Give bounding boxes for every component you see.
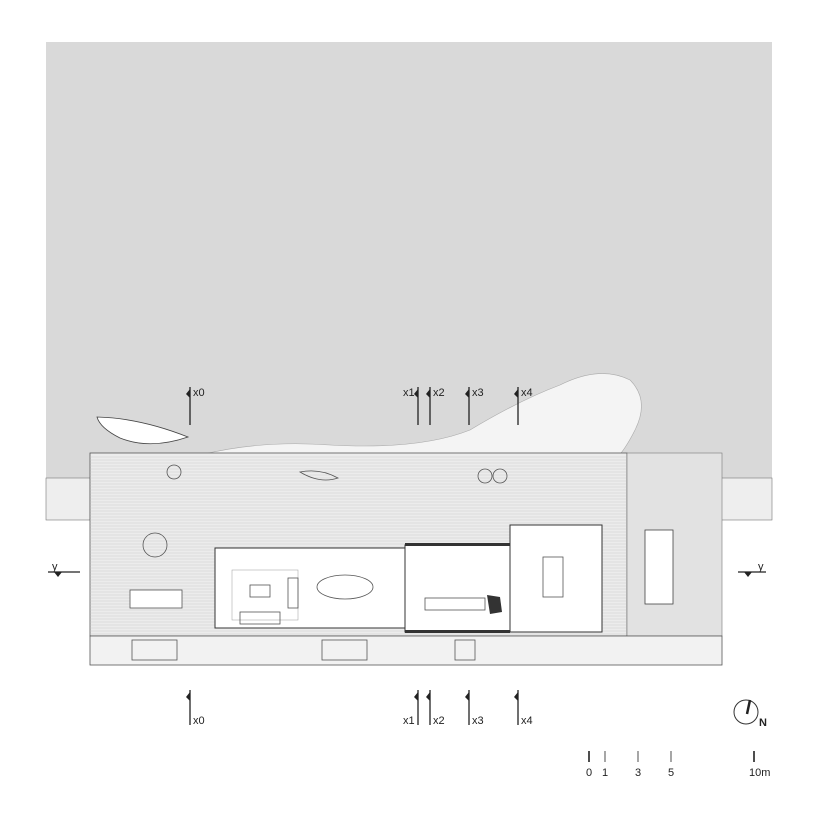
section-marker-x3-bottom: x3 — [465, 690, 484, 727]
section-marker-y-right: y — [738, 561, 766, 577]
section-arrow-icon — [744, 572, 752, 577]
wall — [405, 630, 510, 633]
step — [321, 639, 368, 661]
bottom-terrace — [89, 635, 723, 666]
canoe-icon — [298, 470, 339, 481]
section-arrow-icon — [465, 692, 469, 701]
scale-label: 5 — [668, 767, 674, 779]
section-label: x4 — [521, 387, 533, 399]
scale-label: 3 — [635, 767, 641, 779]
north-label: N — [759, 717, 767, 729]
section-marker-x4-top: x4 — [514, 387, 533, 425]
wall — [405, 543, 510, 546]
section-marker-x1-bottom: x1 — [403, 690, 419, 727]
water-area — [46, 42, 772, 495]
section-marker-x0-top: x0 — [186, 387, 205, 425]
pool-table — [542, 556, 564, 598]
section-arrow-icon — [54, 572, 62, 577]
section-arrow-icon — [426, 389, 430, 398]
side-table — [492, 468, 508, 484]
section-marker-x3-top: x3 — [465, 387, 484, 425]
left-pier — [45, 477, 91, 521]
section-arrow-icon — [465, 389, 469, 398]
north-arrow-icon — [733, 699, 759, 725]
section-arrow-icon — [514, 692, 518, 701]
sofa — [287, 577, 299, 609]
section-marker-x2-bottom: x2 — [426, 690, 445, 727]
section-label: y — [52, 561, 58, 573]
section-arrow-icon — [514, 389, 518, 398]
step — [454, 639, 476, 661]
section-label: x1 — [403, 387, 415, 399]
pool — [644, 529, 674, 605]
section-label: x2 — [433, 715, 445, 727]
fireplace — [487, 595, 502, 614]
section-label: x0 — [193, 387, 205, 399]
section-label: x2 — [433, 387, 445, 399]
scale-label: 10m — [749, 767, 770, 779]
section-label: x4 — [521, 715, 533, 727]
outdoor-dining-table — [142, 532, 168, 558]
game-room — [509, 524, 603, 633]
section-marker-x0-bottom: x0 — [186, 690, 205, 727]
kitchen-island — [424, 597, 486, 611]
section-arrow-icon — [426, 692, 430, 701]
sofa — [239, 611, 281, 625]
step — [131, 639, 178, 661]
right-wing — [626, 452, 723, 637]
section-marker-x2-top: x2 — [426, 387, 445, 425]
outdoor-kitchen — [129, 589, 183, 609]
section-marker-y-left: y — [48, 561, 80, 577]
boat-icon — [96, 416, 190, 445]
side-table — [166, 464, 182, 480]
section-arrow-icon — [186, 389, 190, 398]
scale-label: 0 — [586, 767, 592, 779]
section-marker-x1-top: x1 — [403, 387, 419, 425]
section-markers: x0 x0 x1 x1 x2 x2 x3 x3 x4 x4 y y — [48, 387, 766, 727]
shoreline — [199, 373, 642, 461]
side-table — [477, 468, 493, 484]
section-arrow-icon — [414, 692, 418, 701]
living-room — [214, 547, 406, 629]
section-marker-x4-bottom: x4 — [514, 690, 533, 727]
coffee-table — [249, 584, 271, 598]
section-arrow-icon — [414, 389, 418, 398]
section-label: x1 — [403, 715, 415, 727]
section-label: x3 — [472, 715, 484, 727]
scale-label: 1 — [602, 767, 608, 779]
kitchen-hall — [404, 544, 511, 633]
section-label: x3 — [472, 387, 484, 399]
section-arrow-icon — [186, 692, 190, 701]
dining-table — [316, 574, 374, 600]
section-label: x0 — [193, 715, 205, 727]
section-label: y — [758, 561, 764, 573]
